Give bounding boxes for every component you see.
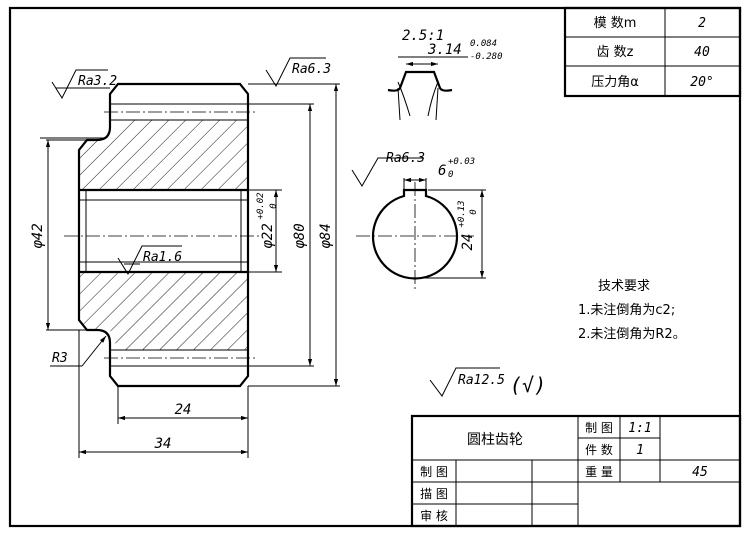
hatch-upper [79, 120, 248, 190]
general-roughness: Ra12.5 (√) [429, 367, 546, 397]
roughness-ra32: Ra3.2 [78, 74, 117, 89]
general-roughness-value: Ra12.5 [458, 373, 505, 388]
technical-notes: 技术要求 1.未注倒角为c2; 2.未注倒角为R2。 [578, 279, 686, 342]
keyway-width-tol-lower: 0 [448, 170, 453, 180]
dim-width-24: 24 [175, 402, 192, 418]
general-roughness-symbol: (√) [510, 373, 546, 397]
dim-dia-22-tol-upper: +0.02 [256, 192, 266, 219]
dim-radius-r3: R3 [52, 351, 68, 366]
param-value-teeth: 40 [694, 45, 710, 60]
param-label-pressure-angle: 压力角α [591, 75, 639, 90]
keyway-depth-tol-upper: +0.13 [457, 200, 467, 227]
title-weight-label: 重 量 [585, 465, 613, 479]
roughness-ra63-top: Ra6.3 [292, 62, 331, 77]
roughness-ra16: Ra1.6 [143, 250, 182, 265]
title-scale-label: 制 图 [585, 421, 613, 435]
title-qty-value: 1 [636, 443, 644, 458]
detail-tol-upper: 0.084 [470, 39, 497, 49]
param-value-pressure-angle: 20° [690, 75, 713, 90]
gear-parameter-table: 模 数m 2 齿 数z 40 压力角α 20° [563, 6, 742, 98]
hatch-lower [79, 272, 248, 350]
title-qty-label: 件 数 [585, 442, 613, 457]
param-label-module: 模 数m [594, 16, 637, 31]
dim-dia-22: φ22 [260, 223, 276, 248]
tooth-detail-view: 2.5:1 3.14 0.084 -0.280 [387, 28, 503, 121]
sheet-border [8, 6, 742, 528]
dim-dia-84: φ84 [318, 223, 334, 248]
keyway-view: Ra6.3 6 +0.03 0 24 +0.13 0 [351, 151, 486, 290]
keyway-depth-tol-lower: 0 [469, 209, 479, 214]
dim-dia-42: φ42 [30, 223, 46, 248]
detail-tol-lower: -0.280 [470, 52, 503, 62]
keyway-depth: 24 [460, 234, 476, 251]
notes-line-2: 2.未注倒角为R2。 [578, 327, 686, 342]
dim-dia-80: φ80 [292, 223, 308, 248]
gear-section-view: φ42 φ22 +0.02 0 φ80 φ84 24 34 R3 [30, 57, 340, 458]
gear-outline [77, 82, 250, 388]
keyway-roughness: Ra6.3 [386, 151, 425, 166]
dim-width-34: 34 [154, 436, 172, 452]
detail-tooth-thickness: 3.14 [427, 42, 462, 58]
param-value-module: 2 [698, 16, 706, 31]
title-part-name: 圆柱齿轮 [467, 432, 523, 448]
keyway-width-tol-upper: +0.03 [448, 157, 475, 167]
notes-line-1: 1.未注倒角为c2; [578, 303, 675, 318]
title-scale-value: 1:1 [628, 421, 651, 436]
title-row-drawn: 制 图 [420, 465, 448, 479]
title-row-checked: 审 核 [420, 508, 448, 523]
notes-title: 技术要求 [598, 279, 650, 294]
keyway-width: 6 [438, 163, 446, 179]
dim-dia-22-tol-lower: 0 [269, 203, 279, 208]
detail-scale: 2.5:1 [402, 28, 444, 44]
param-label-teeth: 齿 数z [597, 45, 634, 60]
title-block: 圆柱齿轮 制 图 1:1 件 数 1 重 量 45 制 图 描 图 审 核 [410, 414, 742, 528]
title-material-code: 45 [692, 465, 708, 480]
title-row-traced: 描 图 [420, 487, 448, 501]
